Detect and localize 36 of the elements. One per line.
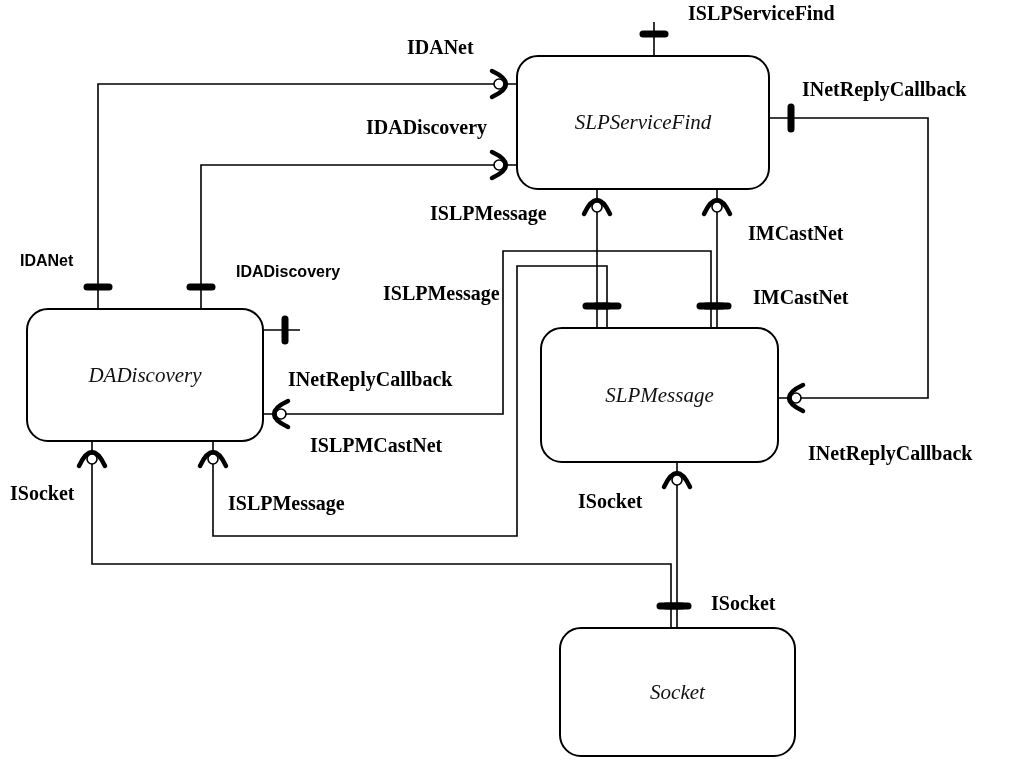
interface-label: IDADiscovery [366,116,488,139]
interface-label: ISLPMessage [430,202,547,225]
component-box [26,308,264,442]
interface-connector [769,103,929,414]
interface-label: INetReplyCallback [802,78,967,101]
interface-connector [263,250,726,430]
interface-label: ISocket [711,592,776,615]
interface-label: IDADiscovery [236,263,341,281]
interface-label: IMCastNet [748,222,844,245]
interface-connector [197,265,622,537]
interface-label: INetReplyCallback [808,442,973,465]
interface-connector [581,189,613,328]
component-box [540,327,779,463]
interface-connector [186,149,517,309]
interface-label: ISLPMessage [383,282,500,305]
interface-label: ISLPMessage [228,492,345,515]
component-name: Socket [650,679,705,705]
component-name: SLPMessage [605,382,714,408]
interface-label: ISLPMCastNet [310,434,443,457]
component-box [559,627,796,757]
interface-connector [76,441,686,628]
interface-label: INetReplyCallback [288,368,453,391]
interface-label: ISocket [10,482,75,505]
interface-label: ISocket [578,490,643,513]
interface-connector [661,462,693,628]
component-name: SLPServiceFind [574,110,712,135]
interface-connector [263,315,301,345]
interface-label: ISLPServiceFind [688,2,835,25]
interface-connector [83,68,517,309]
interface-label: IDANet [407,36,474,59]
interface-label: IDANet [20,252,74,270]
component-name: DADiscovery [88,362,202,388]
interface-label: IMCastNet [753,286,849,309]
interface-connector [639,21,669,56]
component-box [516,55,770,190]
interface-connector [701,189,733,328]
